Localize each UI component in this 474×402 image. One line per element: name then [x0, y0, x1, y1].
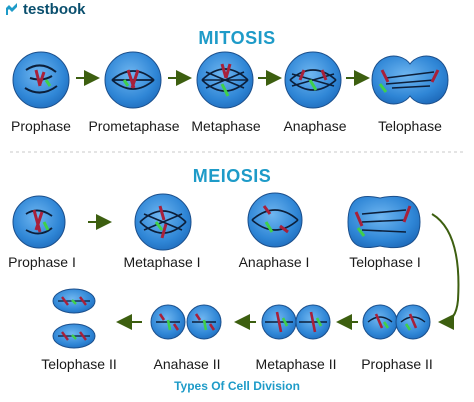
- label-anaphase: Anaphase: [283, 118, 347, 134]
- brand-name: testbook: [23, 1, 86, 18]
- cell-anahase-ii: [150, 304, 222, 340]
- cell-prometaphase: [104, 51, 162, 109]
- meiosis-heading: MEIOSIS: [192, 166, 272, 186]
- brand-logo: testbook: [4, 1, 86, 18]
- curved-arrow-icon: [431, 213, 460, 330]
- cell-telophase: [371, 55, 449, 105]
- label-metaphase-i: Metaphase I: [123, 254, 201, 270]
- label-anahase-ii: Anahase II: [153, 356, 221, 372]
- cell-metaphase: [196, 51, 254, 109]
- figure-caption: Types Of Cell Division: [174, 379, 300, 393]
- label-telophase-i: Telophase I: [349, 254, 421, 270]
- cell-telophase-ii: [52, 288, 96, 349]
- label-prometaphase: Prometaphase: [88, 118, 180, 134]
- cell-metaphase-i: [134, 193, 192, 251]
- label-telophase: Telophase: [378, 118, 442, 134]
- label-metaphase-ii: Metaphase II: [255, 356, 337, 372]
- label-metaphase: Metaphase: [191, 118, 261, 134]
- label-prophase-ii: Prophase II: [361, 356, 433, 372]
- cell-anaphase: [284, 51, 342, 109]
- testbook-logo-icon: [6, 2, 17, 15]
- label-prophase-i: Prophase I: [8, 254, 76, 270]
- label-telophase-ii: Telophase II: [41, 356, 117, 372]
- cell-metaphase-ii: [261, 304, 331, 340]
- label-anaphase-i: Anaphase I: [238, 254, 310, 270]
- cell-prophase: [12, 51, 70, 109]
- label-prophase: Prophase: [11, 118, 71, 134]
- cell-telophase-i: [347, 195, 421, 249]
- cell-anaphase-i: [247, 192, 303, 248]
- cell-prophase-i: [12, 195, 66, 249]
- mitosis-heading: MITOSIS: [198, 28, 276, 48]
- cell-prophase-ii: [362, 304, 431, 340]
